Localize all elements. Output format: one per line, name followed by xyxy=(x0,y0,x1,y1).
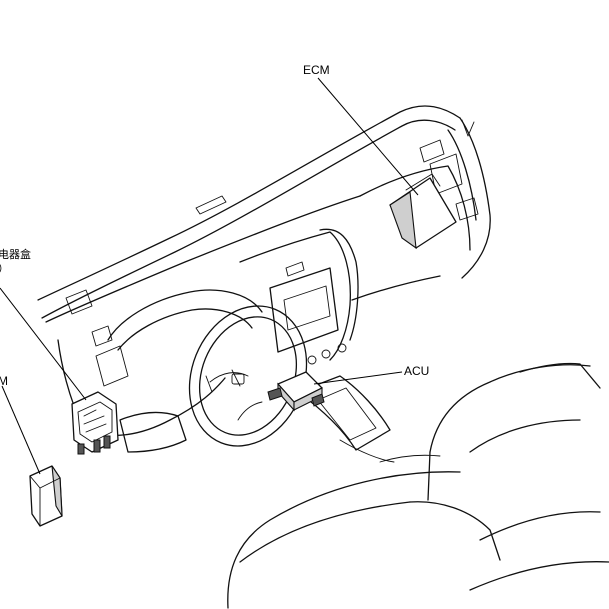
junction-box xyxy=(71,391,119,455)
label-acu: ACU xyxy=(404,364,429,378)
ecm-left-unit xyxy=(29,465,63,527)
acu-unit xyxy=(267,371,325,412)
label-ecm-top: ECM xyxy=(303,63,330,77)
center-stack xyxy=(269,261,395,463)
leader-lines xyxy=(0,77,419,475)
label-junction-box: 电器盒 xyxy=(0,247,31,261)
front-seats xyxy=(227,362,609,609)
label-junction-box-paren: ） xyxy=(0,262,9,275)
ecm-unit xyxy=(389,173,457,250)
label-ecm-left: M xyxy=(0,374,8,388)
